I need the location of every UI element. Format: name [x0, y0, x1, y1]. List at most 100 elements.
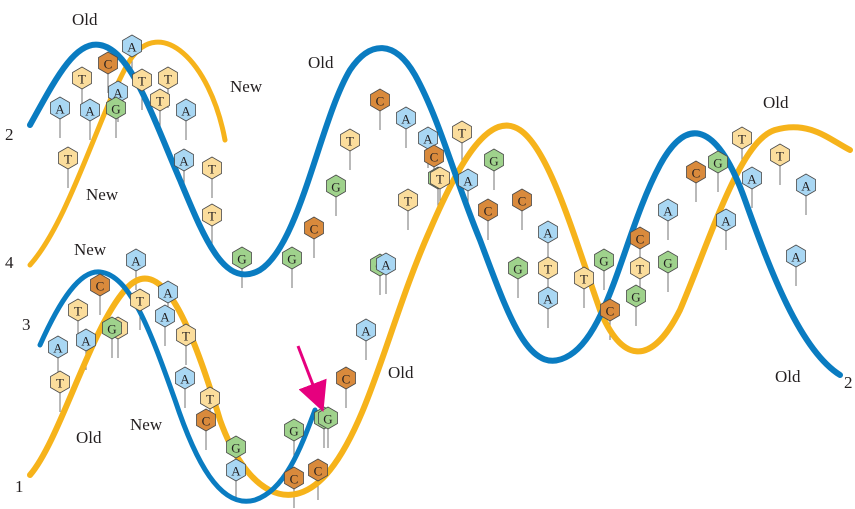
base-letter: C [430, 150, 439, 165]
base-letter: A [543, 292, 553, 307]
base-hexagon [326, 174, 346, 198]
base-letter: G [489, 154, 498, 169]
base-hexagon [226, 435, 246, 459]
base-hexagon [158, 66, 178, 90]
base-hexagon [376, 252, 396, 276]
base-t: T [50, 370, 70, 394]
base-letter: G [331, 180, 340, 195]
base-hexagon [90, 273, 110, 297]
base-hexagon [716, 208, 736, 232]
base-letter: A [463, 174, 473, 189]
base-letter: T [64, 152, 72, 167]
base-t: T [132, 68, 152, 92]
strand-number-2-left: 2 [5, 125, 14, 144]
base-hexagon [370, 88, 390, 112]
base-letter: G [237, 252, 246, 267]
base-letter: T [208, 209, 216, 224]
base-hexagon [174, 148, 194, 172]
base-hexagon [336, 366, 356, 390]
base-hexagon [50, 370, 70, 394]
base-letter: A [180, 372, 190, 387]
base-letter: C [202, 414, 211, 429]
base-letter: T [156, 94, 164, 109]
base-letter: G [323, 412, 332, 427]
strand-number-4-left: 4 [5, 253, 14, 272]
base-letter: A [55, 102, 65, 117]
base-letter: A [131, 254, 141, 269]
base-letter: C [342, 372, 351, 387]
base-hexagon [538, 220, 558, 244]
base-letter: A [113, 86, 123, 101]
base-hexagon [202, 156, 222, 180]
base-hexagon [308, 458, 328, 482]
base-letter: G [663, 256, 672, 271]
base-letter: C [310, 222, 319, 237]
base-c: C [308, 458, 328, 482]
base-letter: G [287, 252, 296, 267]
base-letter: C [290, 472, 299, 487]
base-t: T [202, 203, 222, 227]
base-g: G [106, 96, 126, 120]
base-a: A [356, 318, 376, 342]
base-c: C [284, 466, 304, 490]
base-a: A [538, 286, 558, 310]
base-hexagon [538, 256, 558, 280]
replication-point-arrow [296, 345, 327, 413]
base-letter: C [314, 464, 323, 479]
base-hexagon [430, 166, 450, 190]
base-letter: T [436, 172, 444, 187]
base-t: T [68, 298, 88, 322]
base-a: A [122, 34, 142, 58]
base-t: T [340, 128, 360, 152]
base-hexagon [196, 408, 216, 432]
base-letter: C [96, 279, 105, 294]
base-hexagon [626, 284, 646, 308]
base-hexagon [458, 168, 478, 192]
base-letter: A [747, 172, 757, 187]
base-t: T [630, 256, 650, 280]
label-old-top-left: Old [72, 10, 98, 29]
base-hexagon [574, 266, 594, 290]
base-letter: G [713, 156, 722, 171]
base-hexagon [538, 286, 558, 310]
base-hexagon [304, 216, 324, 240]
base-hexagon [175, 366, 195, 390]
strand-number-3-left: 3 [22, 315, 31, 334]
base-hexagon [176, 323, 196, 347]
base-hexagon [284, 466, 304, 490]
base-hexagon [72, 66, 92, 90]
base-a: A [80, 98, 100, 122]
base-a: A [76, 328, 96, 352]
base-c: C [98, 51, 118, 75]
label-new-bottom-left: New [74, 240, 107, 259]
base-g: G [232, 246, 252, 270]
base-hexagon [658, 198, 678, 222]
base-t: T [130, 288, 150, 312]
base-letter: A [53, 341, 63, 356]
base-hexagon [478, 198, 498, 222]
base-c: C [686, 160, 706, 184]
base-hexagon [630, 256, 650, 280]
base-letter: A [85, 104, 95, 119]
base-hexagon [396, 106, 416, 130]
base-letter: A [127, 40, 137, 55]
base-t: T [430, 166, 450, 190]
base-hexagon [686, 160, 706, 184]
base-letter: C [518, 194, 527, 209]
base-c: C [478, 198, 498, 222]
base-t: T [538, 256, 558, 280]
base-g: G [594, 248, 614, 272]
new-strand-bottom [37, 269, 318, 504]
base-letter: T [404, 194, 412, 209]
base-g: G [102, 316, 122, 340]
base-a: A [538, 220, 558, 244]
base-hexagon [155, 304, 175, 328]
base-letter: A [663, 204, 673, 219]
base-a: A [155, 304, 175, 328]
base-letter: T [136, 294, 144, 309]
base-letter: T [56, 376, 64, 391]
base-letter: T [78, 72, 86, 87]
base-hexagon [106, 96, 126, 120]
strand-number-2-right: 2 [844, 373, 853, 392]
